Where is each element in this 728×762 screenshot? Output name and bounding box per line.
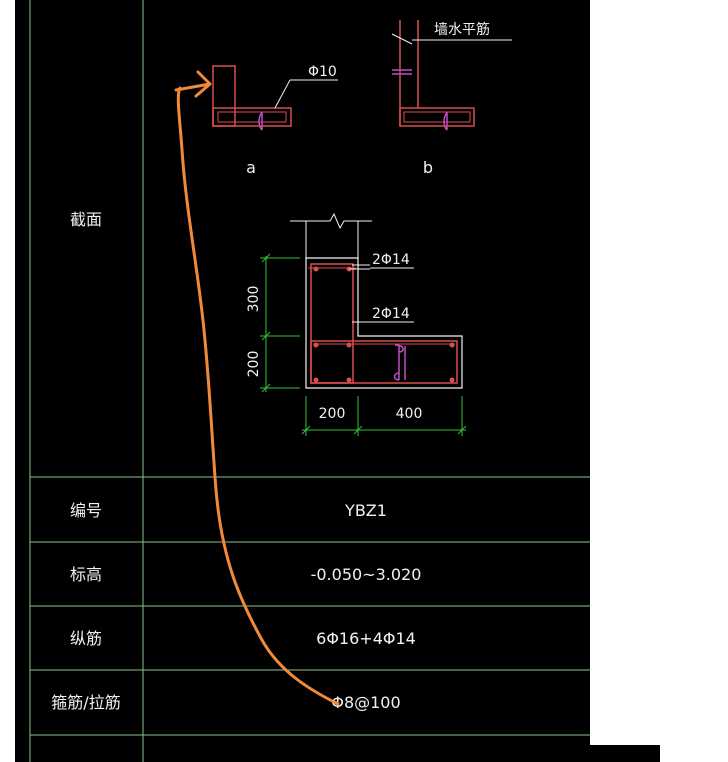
row-label-section: 截面 (70, 210, 102, 229)
detail-a-caption: a (246, 158, 256, 177)
dim-bottom-tick (457, 425, 467, 435)
value-longitudinal: 6Φ16+4Φ14 (316, 629, 416, 648)
dim-left-tick (261, 253, 271, 263)
detail-b-tie (443, 111, 448, 131)
row-label-elevation: 标高 (70, 565, 102, 584)
row-label-number: 编号 (70, 501, 102, 520)
rebar-dot (449, 377, 455, 383)
annotation-arrowhead (174, 70, 212, 98)
rebar-dot (313, 377, 319, 383)
rebar-dots (313, 266, 455, 383)
bottom-strip (590, 745, 660, 762)
detail-a-bar-label: Φ10 (308, 64, 337, 80)
hand-drawn-arrow-icon (174, 70, 340, 706)
break-line (290, 212, 372, 230)
main-l-section: 2Φ14 2Φ14 300 200 (246, 212, 467, 436)
detail-a-inner-bar (217, 111, 287, 123)
value-stirrup: Φ8@100 (331, 693, 400, 712)
value-number: YBZ1 (344, 501, 387, 520)
detail-b-caption: b (423, 158, 433, 177)
detail-a-leader (274, 79, 291, 109)
top-bar-label: 2Φ14 (372, 252, 410, 268)
dim-bottom-right: 400 (396, 406, 423, 422)
detail-b-flange (399, 107, 475, 127)
detail-a-tie (258, 111, 263, 131)
dim-bottom-tick (301, 425, 311, 435)
dimension-bottom (301, 396, 467, 436)
dim-bottom-left: 200 (319, 406, 346, 422)
detail-b-leader (391, 33, 413, 45)
cad-background (15, 0, 590, 762)
detail-b-inner-bar (403, 111, 471, 123)
rebar-dot (313, 342, 319, 348)
dim-left-tick (261, 383, 271, 393)
detail-a: Φ10 a (212, 64, 338, 177)
rebar-dot (449, 342, 455, 348)
dim-left-upper: 300 (246, 286, 262, 313)
rebar-dot (313, 266, 319, 272)
concrete-outline (305, 257, 463, 389)
detail-b: 墙水平筋 b (391, 20, 512, 177)
schedule-grid (29, 0, 590, 762)
dim-left-tick (261, 331, 271, 341)
value-elevation: -0.050~3.020 (311, 565, 422, 584)
tie-bar-1 (393, 344, 404, 381)
dim-bottom-tick (353, 425, 363, 435)
mid-bar-label: 2Φ14 (372, 306, 410, 322)
detail-b-bar-label: 墙水平筋 (434, 21, 490, 38)
row-label-stirrup: 箍筋/拉筋 (51, 693, 120, 712)
row-label-longitudinal: 纵筋 (70, 629, 102, 648)
dimension-left (260, 253, 300, 393)
stirrup-horizontal-leg (310, 340, 458, 384)
detail-a-flange (212, 107, 292, 127)
annotation-curve (176, 86, 340, 706)
detail-b-wall-bar (392, 69, 412, 75)
dim-left-lower: 200 (246, 351, 262, 378)
rebar-dot (346, 377, 352, 383)
rebar-dot (346, 342, 352, 348)
